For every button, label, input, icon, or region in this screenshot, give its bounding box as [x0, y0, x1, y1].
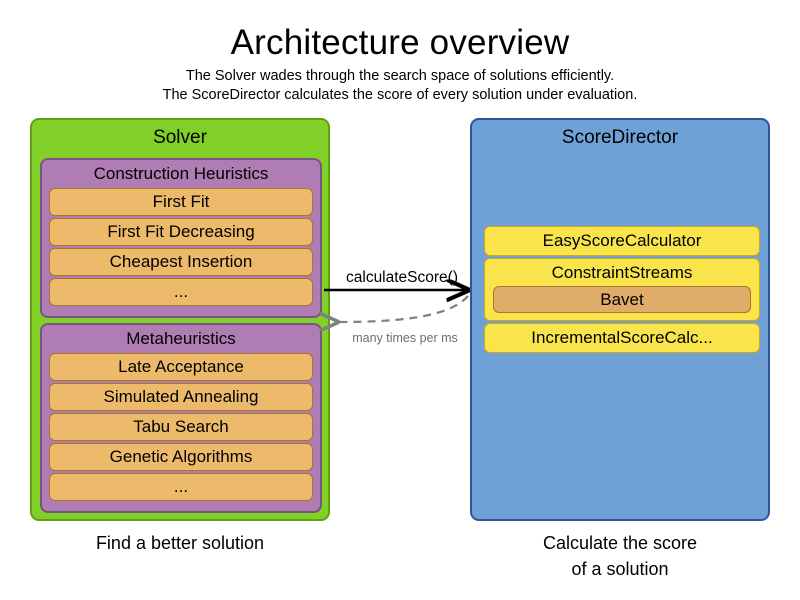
subtitle-line-2: The ScoreDirector calculates the score o… — [162, 87, 638, 103]
page-title: Architecture overview — [230, 23, 570, 62]
scoredirector-panel[interactable]: ScoreDirector EasyScoreCalculator Constr… — [470, 118, 770, 521]
list-item[interactable]: IncrementalScoreCalc... — [484, 323, 760, 353]
list-item[interactable]: First Fit Decreasing — [49, 218, 313, 246]
scoredirector-caption-line-1: Calculate the score — [542, 533, 698, 553]
list-item[interactable]: ... — [49, 473, 313, 501]
list-item[interactable]: Simulated Annealing — [49, 383, 313, 411]
list-item[interactable]: EasyScoreCalculator — [484, 226, 760, 256]
header: Architecture overview The Solver wades t… — [0, 22, 800, 105]
list-item-label: ConstraintStreams — [551, 263, 693, 282]
list-item[interactable]: ... — [49, 278, 313, 306]
list-item[interactable]: Tabu Search — [49, 413, 313, 441]
solver-panel-title: Solver — [153, 127, 207, 148]
group-construction-heuristics[interactable]: Construction Heuristics First Fit First … — [40, 158, 322, 318]
scoredirector-caption-line-2: of a solution — [571, 559, 669, 579]
connector-forward-label: calculateScore() — [346, 269, 458, 286]
list-item[interactable]: First Fit — [49, 188, 313, 216]
group-construction-heuristics-title: Construction Heuristics — [93, 164, 269, 183]
scoredirector-panel-title: ScoreDirector — [561, 127, 679, 148]
solver-panel[interactable]: Solver Construction Heuristics First Fit… — [30, 118, 330, 521]
scoredirector-items: EasyScoreCalculator ConstraintStreams Ba… — [484, 226, 760, 355]
list-item[interactable]: Genetic Algorithms — [49, 443, 313, 471]
list-item[interactable]: ConstraintStreams Bavet — [484, 258, 760, 321]
subtitle-block: The Solver wades through the search spac… — [0, 67, 800, 105]
list-item[interactable]: Late Acceptance — [49, 353, 313, 381]
connector-arrows — [320, 262, 490, 354]
scoredirector-caption: Calculate the score of a solution — [470, 530, 770, 582]
group-metaheuristics-title: Metaheuristics — [126, 329, 236, 348]
group-metaheuristics-items: Late Acceptance Simulated Annealing Tabu… — [49, 353, 313, 501]
nested-list-item[interactable]: Bavet — [493, 286, 751, 313]
connector-backward-label: many times per ms — [352, 331, 458, 345]
solver-caption: Find a better solution — [95, 533, 265, 553]
list-item[interactable]: Cheapest Insertion — [49, 248, 313, 276]
subtitle-line-1: The Solver wades through the search spac… — [185, 68, 615, 84]
group-construction-heuristics-items: First Fit First Fit Decreasing Cheapest … — [49, 188, 313, 306]
arrow-backward — [336, 295, 469, 322]
group-metaheuristics[interactable]: Metaheuristics Late Acceptance Simulated… — [40, 323, 322, 513]
